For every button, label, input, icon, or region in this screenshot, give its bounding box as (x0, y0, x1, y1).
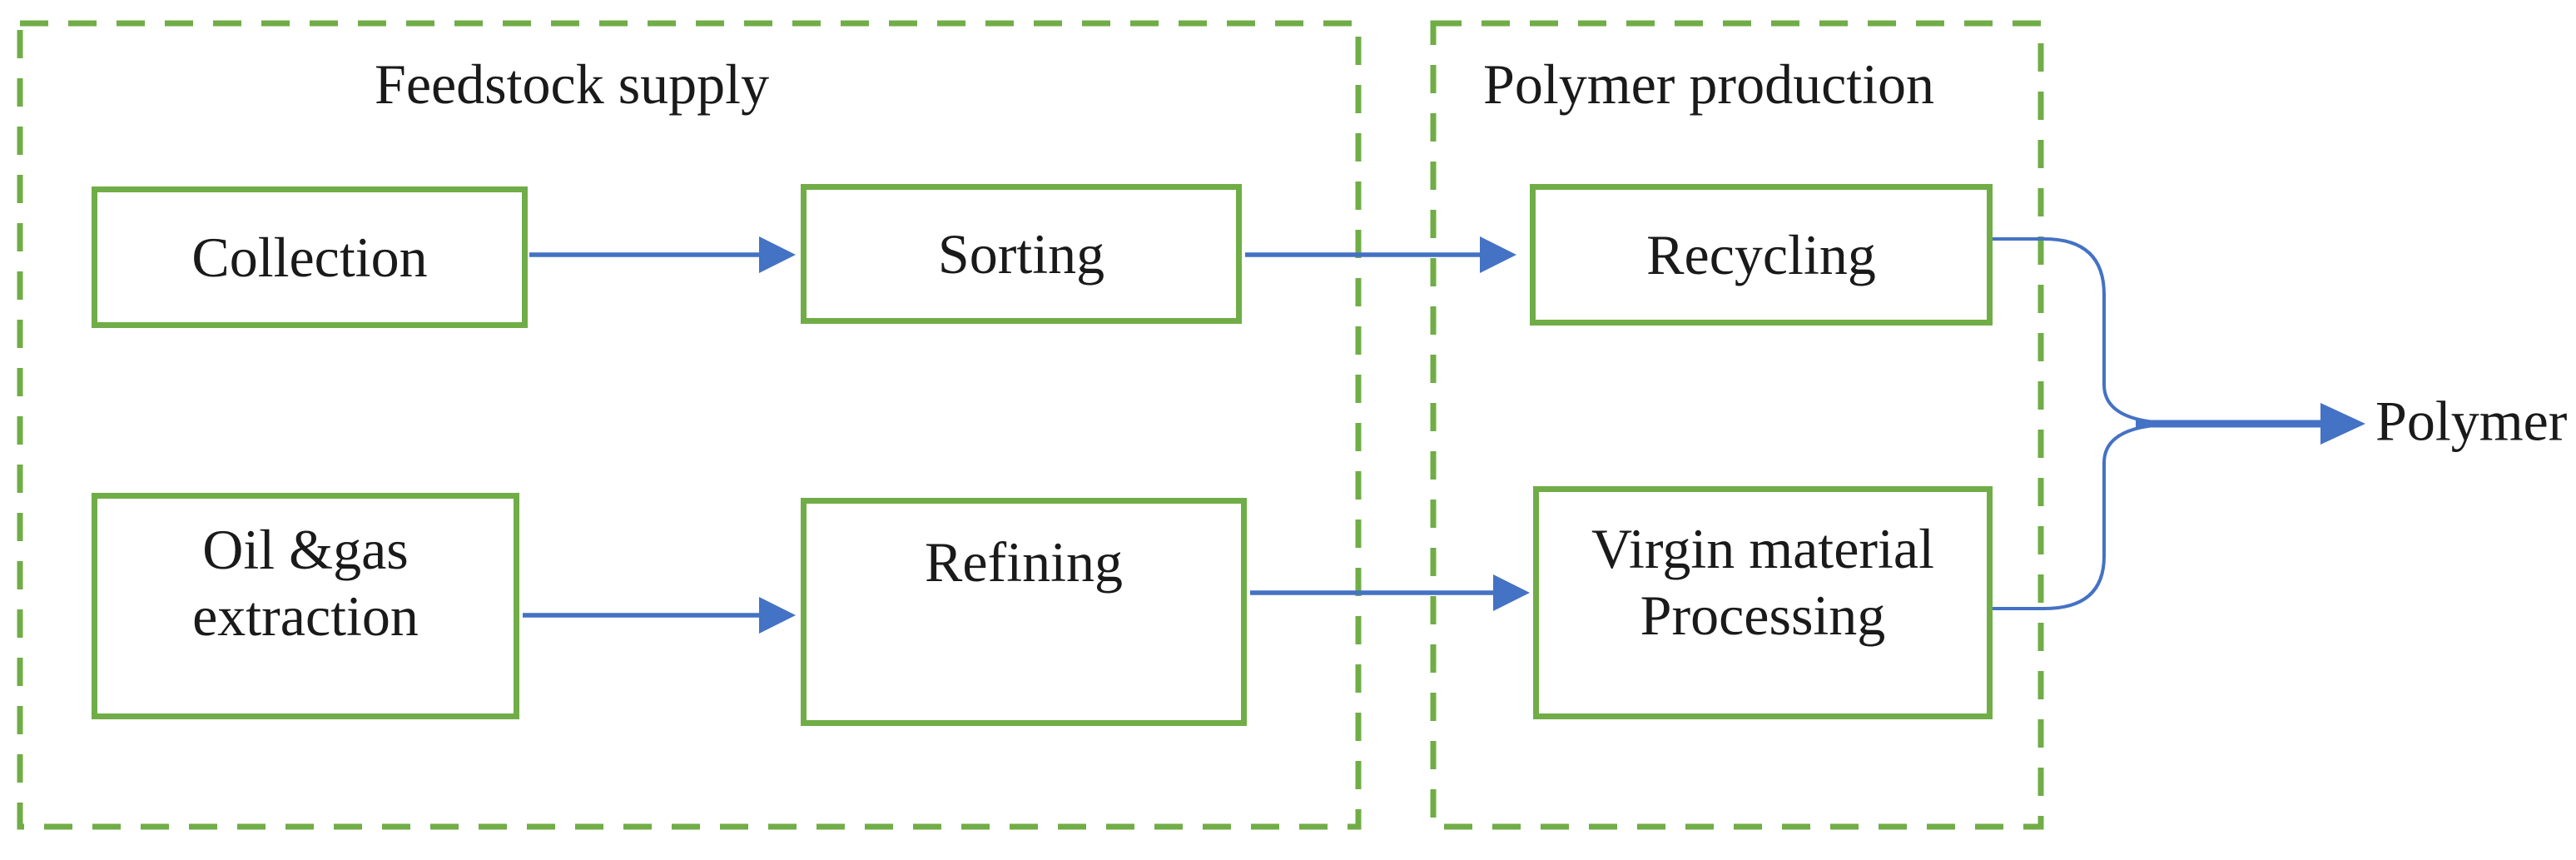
feedstock-supply-group-title: Feedstock supply (375, 52, 770, 116)
merge-connector (1993, 237, 2165, 610)
arrow-sorting-to-recycling (1245, 236, 1516, 273)
collection-box: Collection (92, 186, 528, 328)
polymer-output-label: Polymer (2375, 389, 2568, 453)
arrow-collection-to-sorting (529, 236, 796, 273)
arrow-output-polymer (2136, 403, 2365, 445)
polymer-production-group-title: Polymer production (1483, 52, 1935, 116)
recycling-box: Recycling (1530, 184, 1993, 326)
arrow-refining-to-virgin (1250, 574, 1530, 611)
oil-gas-extraction-box: Oil &gas extraction (92, 493, 519, 719)
merge-connector-bottom (1993, 423, 2165, 610)
merge-connector-top (1993, 237, 2165, 425)
arrow-oil-gas-to-refining (523, 597, 796, 634)
refining-box: Refining (801, 498, 1247, 726)
polymer-production-group-border (1430, 20, 2044, 830)
sorting-box: Sorting (801, 184, 1242, 324)
virgin-material-processing-box: Virgin material Processing (1533, 486, 1993, 719)
feedstock-supply-group-border (17, 20, 1362, 830)
